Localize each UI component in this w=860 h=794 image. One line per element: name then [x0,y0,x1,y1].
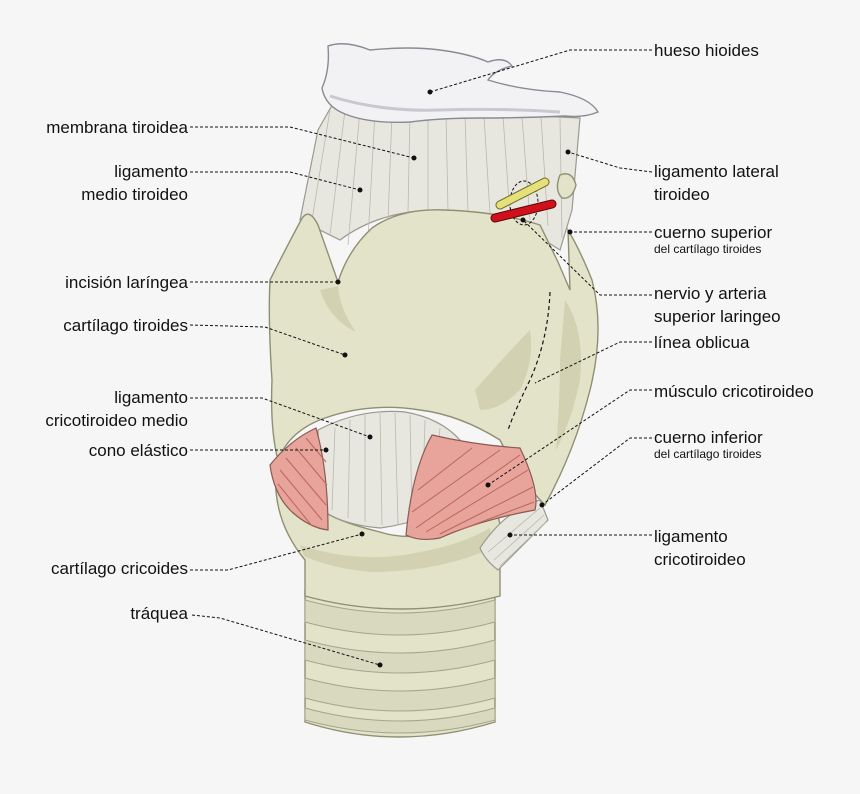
label-cuerno-superior-sub: del cartílago tiroides [654,242,761,256]
trachea [304,589,496,738]
label-ligamento-medio: ligamento [114,162,188,181]
label-cuerno-superior: cuerno superior [654,223,772,242]
cricothyroid-muscle-left [269,427,329,531]
label-cartilago-cricoides: cartílago cricoides [51,559,188,578]
cricothyroid-muscle-right [405,434,537,541]
label-ligamento-lateral-line2: tiroideo [654,185,710,204]
label-linea-oblicua: línea oblicua [654,333,750,352]
label-membrana-tiroidea: membrana tiroidea [46,118,188,137]
label-hueso-hioides: hueso hioides [654,41,759,60]
label-cuerno-inferior: cuerno inferior [654,428,763,447]
label-ligamento-medio-line2: medio tiroideo [81,185,188,204]
superior-horn [556,173,577,199]
label-nervio-arteria: nervio y arteria [654,284,767,303]
label-lig-cricotiroideo-medio: ligamento [114,388,188,407]
label-nervio-arteria-line2: superior laringeo [654,307,781,326]
label-lig-cricotiroideo-medio-line2: cricotiroideo medio [45,411,188,430]
label-ligamento-lateral: ligamento lateral [654,162,779,181]
superior-laryngeal-nerve-artery [490,177,557,226]
labels-right: hueso hioides ligamento lateral tiroideo… [654,41,814,569]
labels-left: membrana tiroidea ligamento medio tiroid… [45,118,188,623]
thyroid-cartilage [268,209,599,507]
label-cuerno-inferior-sub: del cartílago tiroides [654,447,761,461]
leader-lines [189,49,653,668]
label-cono-elastico: cono elástico [89,441,188,460]
label-musculo-cricotiroideo: músculo cricotiroideo [654,382,814,401]
label-ligamento-cricotiroideo: ligamento [654,527,728,546]
label-cartilago-tiroides: cartílago tiroides [63,316,188,335]
label-traquea: tráquea [130,604,188,623]
label-incision-laringea: incisión laríngea [65,273,188,292]
label-ligamento-cricotiroideo-line2: cricotiroideo [654,550,746,569]
